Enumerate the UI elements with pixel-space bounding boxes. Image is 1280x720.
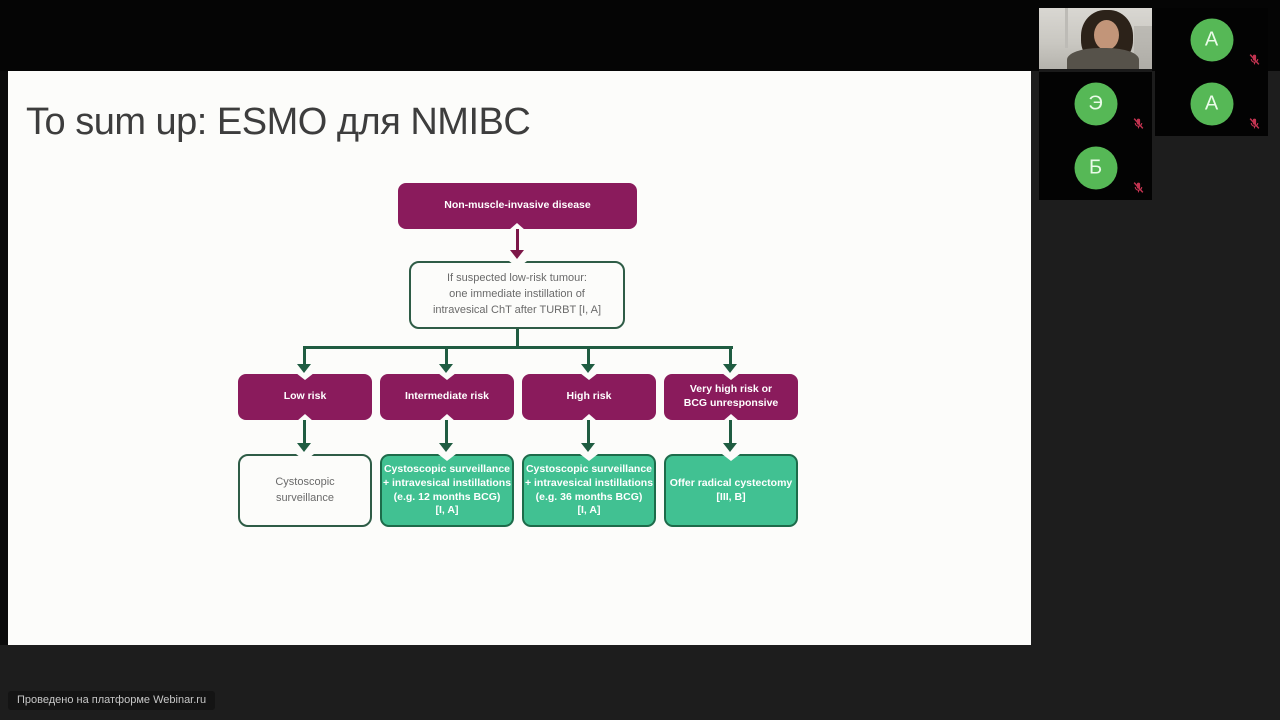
flowchart-root-label: Non-muscle-invasive disease [444,199,591,212]
participant-tile[interactable]: А [1155,72,1268,136]
flowchart-instillation-box: If suspected low-risk tumour: one immedi… [409,261,625,329]
participant-video-tile[interactable] [1039,8,1152,72]
notch [509,223,525,230]
risk-label: Low risk [283,390,327,403]
flowchart-risk-box-low: Low risk [238,373,372,421]
notch [438,373,456,380]
participant-tile[interactable]: Б [1039,136,1152,200]
notch [722,454,740,461]
notch [722,373,740,380]
slide-title: To sum up: ESMO для NMIBC [26,101,531,143]
avatar: Э [1074,82,1117,126]
outcome-label: Offer radical cystectomy [III, B] [669,476,793,503]
notch [438,454,456,461]
arrowhead [439,443,453,452]
risk-label: Intermediate risk [404,390,490,403]
outcome-label: Cystoscopic surveillance + intravesical … [524,463,654,517]
flowchart-risk-box-high: High risk [522,373,656,421]
connector-line [587,420,590,444]
avatar-initial: Б [1088,156,1103,179]
connector-line [445,420,448,444]
risk-label: Very high risk or BCG unresponsive [683,383,779,409]
flowchart-outcome-box-36m-bcg: Cystoscopic surveillance + intravesical … [522,454,656,527]
connector-line [303,346,733,349]
connector-line [587,346,590,365]
arrowhead [581,364,595,373]
notch [296,373,314,380]
avatar: А [1190,82,1233,126]
flowchart-root-box: Non-muscle-invasive disease [398,183,637,230]
arrowhead [510,250,524,259]
flowchart-outcome-box-12m-bcg: Cystoscopic surveillance + intravesical … [380,454,514,527]
arrowhead [297,443,311,452]
webcam-person-face [1094,20,1119,50]
avatar-initial: Э [1088,92,1103,115]
arrowhead [439,364,453,373]
avatar: Б [1074,146,1117,190]
connector-line [303,346,306,365]
platform-badge-label: Проведено на платформе Webinar.ru [17,694,207,706]
muted-mic-icon [1249,118,1260,129]
notch [580,373,598,380]
arrowhead [297,364,311,373]
participant-tile[interactable]: Э [1039,72,1152,136]
connector-line [516,329,519,348]
flowchart-risk-box-very-high: Very high risk or BCG unresponsive [664,373,798,421]
muted-mic-icon [1133,118,1144,129]
risk-label: High risk [566,390,612,403]
flowchart-outcome-box-cystectomy: Offer radical cystectomy [III, B] [664,454,798,527]
notch [509,261,527,268]
connector-line [729,420,732,444]
notch [297,414,313,421]
muted-mic-icon [1133,182,1144,193]
flowchart-instillation-label: If suspected low-risk tumour: one immedi… [432,272,602,316]
connector-line [445,346,448,365]
connector-line [729,346,732,365]
presentation-slide: To sum up: ESMO для NMIBC Non-muscle-inv… [8,71,1031,645]
notch [296,454,314,461]
notch [439,414,455,421]
platform-badge[interactable]: Проведено на платформе Webinar.ru [8,691,216,710]
flowchart-outcome-box-surveillance: Cystoscopic surveillance [238,454,372,527]
participant-tile[interactable]: А [1155,8,1268,72]
notch [581,414,597,421]
arrowhead [581,443,595,452]
connector-line [516,229,519,251]
avatar: А [1190,18,1233,62]
avatar-initial: А [1204,28,1219,51]
notch [723,414,739,421]
left-strip [0,71,8,645]
outcome-label: Cystoscopic surveillance + intravesical … [382,463,512,517]
flowchart-risk-box-intermediate: Intermediate risk [380,373,514,421]
avatar-initial: А [1204,92,1219,115]
muted-mic-icon [1249,54,1260,65]
arrowhead [723,443,737,452]
webcam-background-detail [1065,8,1068,48]
outcome-label: Cystoscopic surveillance [275,475,335,504]
arrowhead [723,364,737,373]
notch [580,454,598,461]
webcam-edge [1039,69,1152,72]
connector-line [303,420,306,444]
webcam-person-body [1067,48,1139,72]
